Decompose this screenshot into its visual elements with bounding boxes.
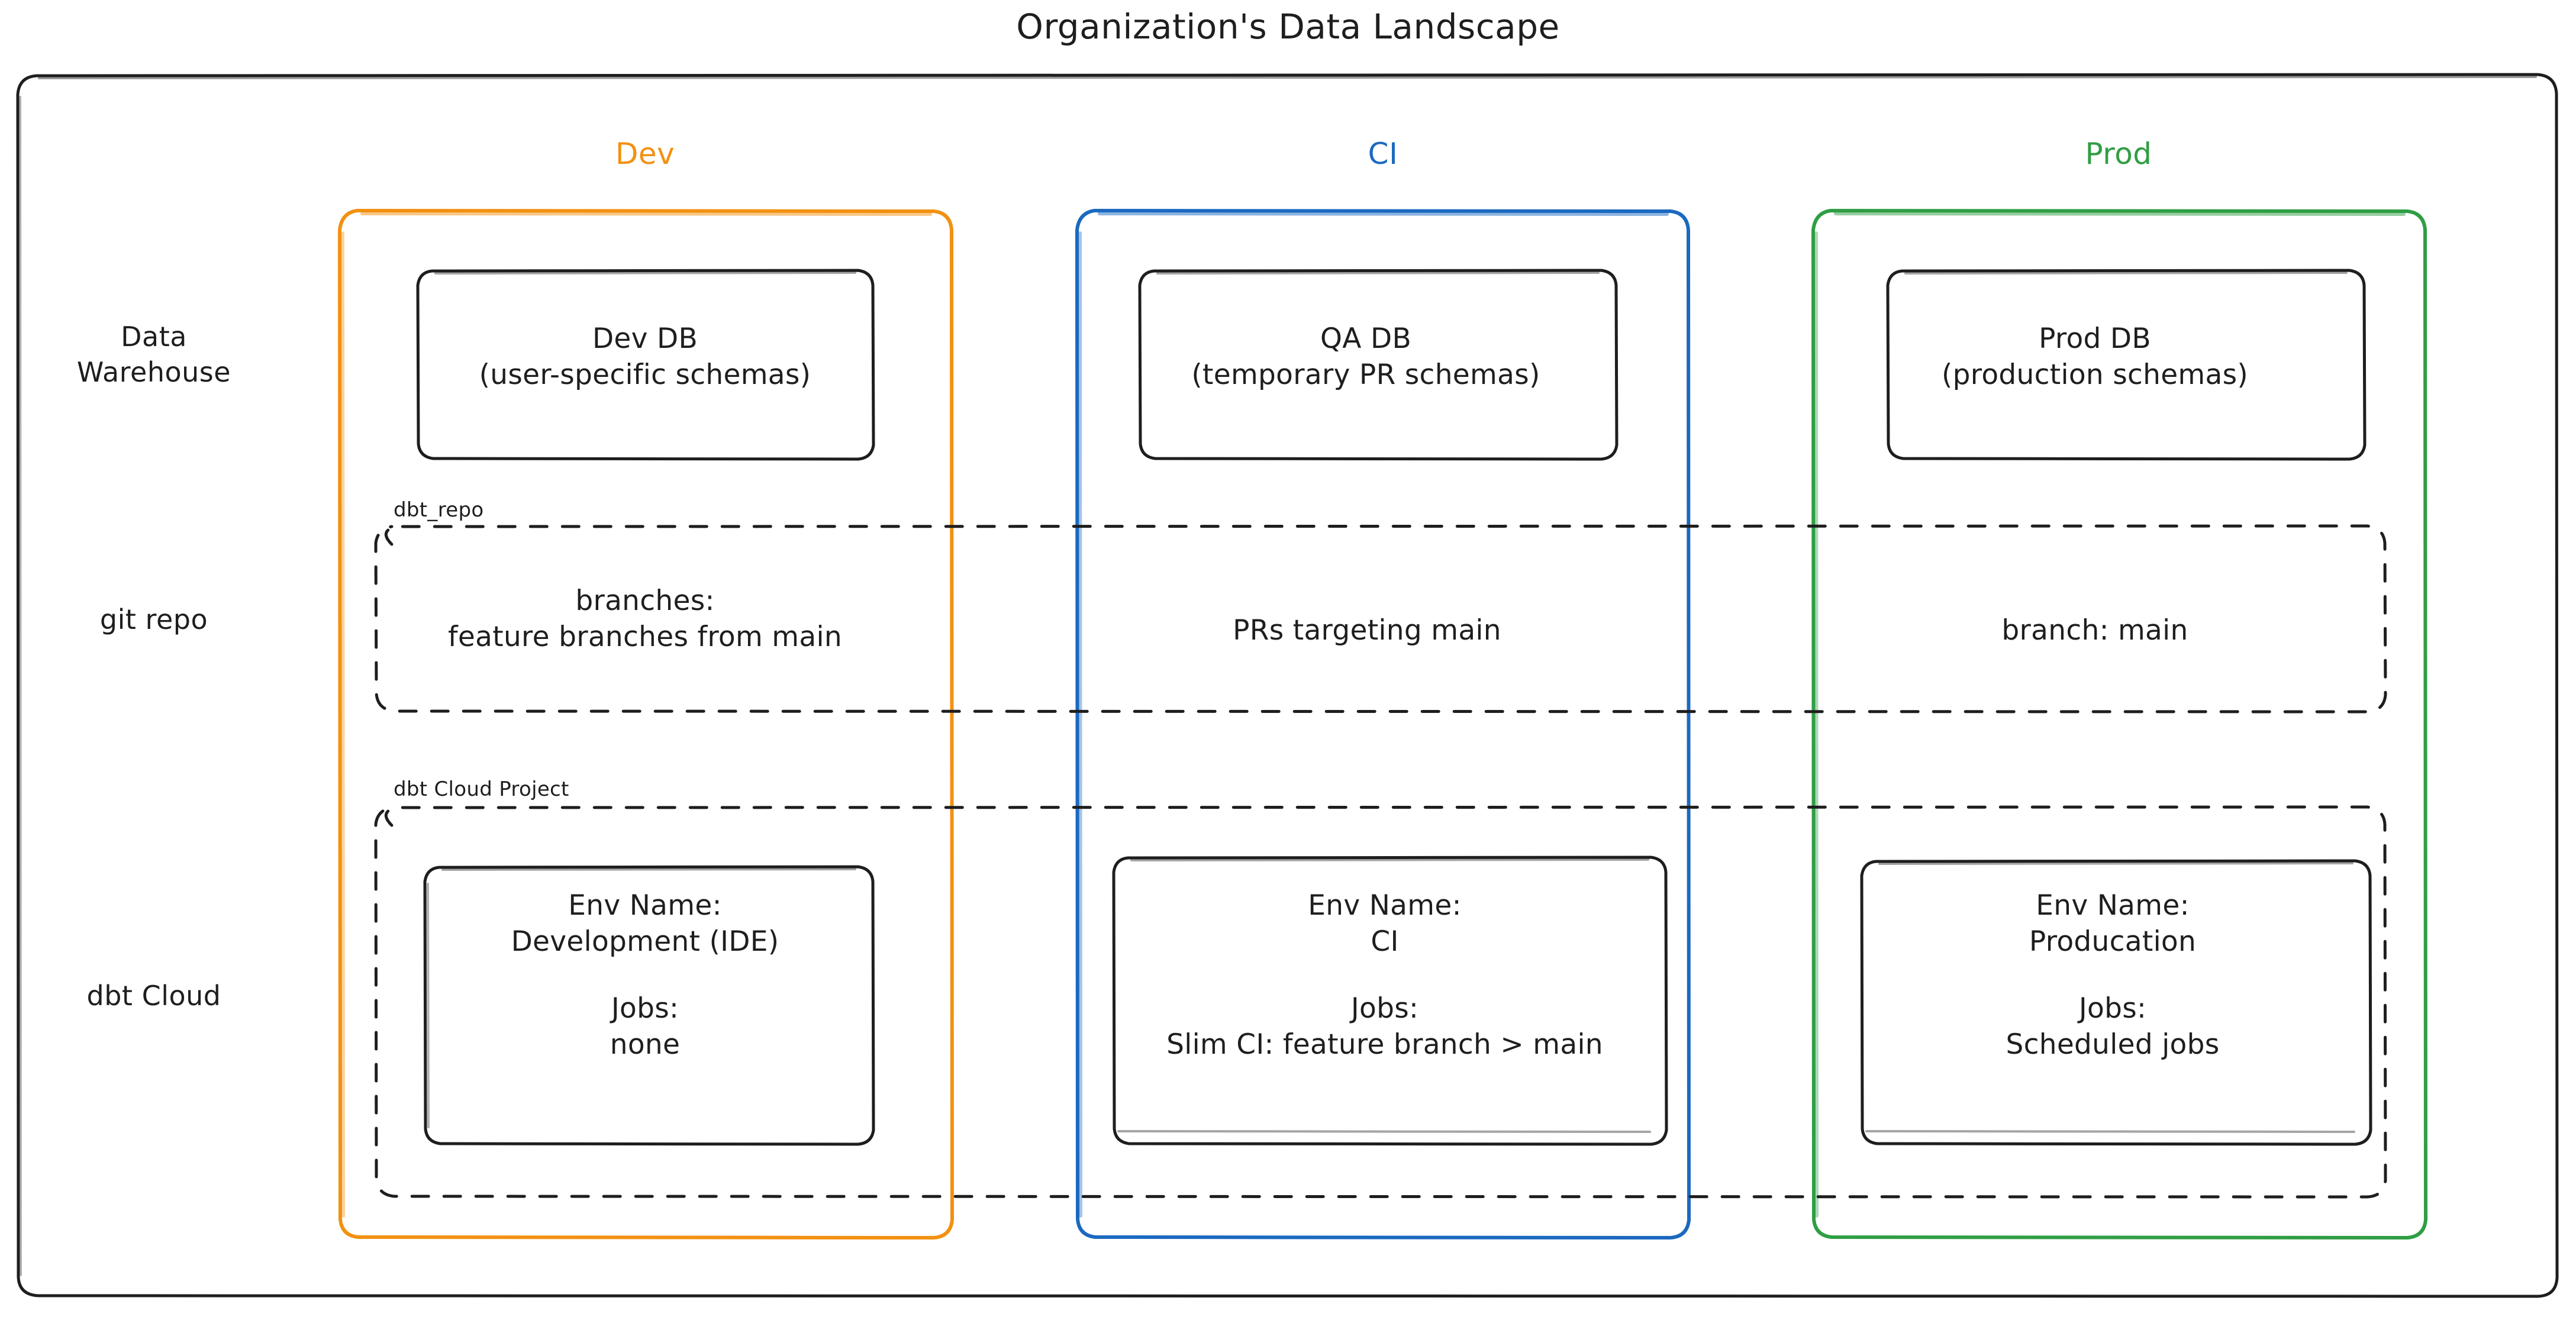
qa-db-line1: QA DB [1320, 322, 1412, 355]
ci-jobs-value: Slim CI: feature branch > main [1166, 1028, 1603, 1061]
prod-git-line1: branch: main [2001, 614, 2188, 647]
ci-env-name-value: CI [1371, 925, 1399, 958]
row-label-dbt-cloud: dbt Cloud [86, 980, 221, 1012]
row-label-data-warehouse: Data Warehouse [76, 321, 231, 388]
group-label-dbt-repo: dbt_repo [394, 498, 484, 522]
ci-env-label: Env Name: CI Jobs: Slim CI: feature branc… [1107, 887, 1663, 1063]
prod-env-name-value: Producation [2029, 925, 2197, 958]
dev-env-name-label: Env Name: [568, 889, 722, 922]
prod-env-spacer [1846, 960, 2379, 990]
ci-jobs-label: Jobs: [1350, 992, 1419, 1025]
dev-env-spacer [414, 960, 876, 990]
dev-db-line2: (user-specific schemas) [479, 359, 811, 392]
ci-env-name-label: Env Name: [1308, 889, 1462, 922]
qa-db-line2: (temporary PR schemas) [1191, 359, 1540, 392]
dev-jobs-label: Jobs: [611, 992, 679, 1025]
dev-env-label: Env Name: Development (IDE) Jobs: none [414, 887, 876, 1063]
page-title: Organization's Data Landscape [1016, 7, 1560, 47]
ci-env-spacer [1107, 960, 1663, 990]
column-header-ci: CI [1368, 137, 1398, 171]
dev-db-label: Dev DB (user-specific schemas) [414, 321, 876, 393]
prod-env-name-label: Env Name: [2036, 889, 2190, 922]
ci-git-label: PRs targeting main [1130, 612, 1604, 648]
dev-git-label: branches: feature branches from main [379, 583, 911, 655]
dev-db-line1: Dev DB [592, 322, 698, 355]
ci-git-line1: PRs targeting main [1233, 614, 1501, 647]
prod-db-line2: (production schemas) [1941, 359, 2249, 392]
prod-jobs-label: Jobs: [2078, 992, 2147, 1025]
group-label-dbt-cloud-project: dbt Cloud Project [394, 777, 569, 801]
prod-git-label: branch: main [1858, 612, 2332, 648]
dev-git-line2: feature branches from main [448, 621, 842, 654]
dev-env-name-value: Development (IDE) [511, 925, 779, 958]
dev-jobs-value: none [610, 1028, 681, 1061]
qa-db-label: QA DB (temporary PR schemas) [1123, 321, 1608, 393]
prod-jobs-value: Scheduled jobs [2006, 1028, 2220, 1061]
row-label-git-repo: git repo [99, 603, 208, 635]
dev-git-line1: branches: [575, 585, 715, 617]
outer-frame [16, 73, 2559, 1298]
prod-db-label: Prod DB (production schemas) [1858, 321, 2332, 393]
column-header-dev: Dev [615, 137, 675, 171]
column-header-prod: Prod [2085, 137, 2152, 171]
prod-db-line1: Prod DB [2039, 322, 2151, 355]
